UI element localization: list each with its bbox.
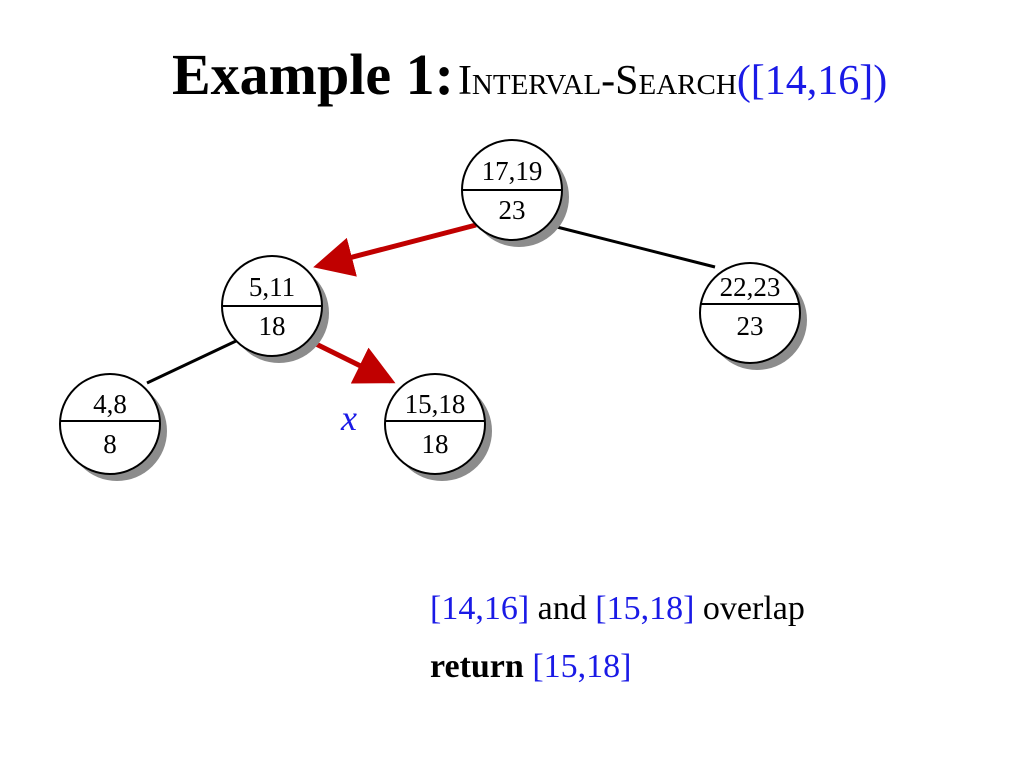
overlap-word: overlap (702, 590, 805, 627)
tree-node-left-right: 15,18 18 (384, 373, 492, 481)
node-max: 18 (259, 311, 286, 341)
node-max: 23 (737, 311, 764, 341)
node-max: 18 (422, 429, 449, 459)
node-interval: 4,8 (93, 389, 127, 419)
returned-interval: [15,18] (532, 648, 632, 685)
title-prefix: Example 1: (172, 42, 454, 107)
found-interval: [15,18] (595, 590, 695, 627)
pointer-label-x: x (341, 398, 357, 438)
node-interval: 5,11 (249, 272, 295, 302)
edge-root-right (548, 223, 716, 269)
and-word: and (537, 590, 587, 627)
query-interval: [14,16] (430, 590, 530, 627)
tree-node-left: 5,11 18 (221, 255, 329, 363)
edge-root-left-search (313, 222, 477, 277)
return-statement: return [15,18] (430, 650, 631, 684)
node-interval: 17,19 (482, 156, 543, 186)
node-max: 23 (499, 195, 526, 225)
edge-left-leftleft (146, 339, 237, 385)
tree-node-left-left: 4,8 8 (59, 373, 167, 481)
node-interval: 15,18 (405, 389, 466, 419)
interval-tree-diagram: 17,19 23 5,11 18 22,23 23 4,8 8 15,18 18 (59, 139, 807, 481)
return-keyword: return (430, 648, 524, 685)
overlap-statement: [14,16] and [15,18] overlap (430, 592, 805, 626)
tree-node-root: 17,19 23 (461, 139, 569, 247)
tree-node-right: 22,23 23 (699, 262, 807, 370)
title-argument: ([14,16]) (736, 58, 888, 104)
slide-title: Example 1: Interval-Search([14,16]) (172, 46, 887, 104)
title-procedure: Interval-Search (457, 58, 737, 104)
edge-left-leftright-search (310, 339, 396, 384)
node-interval: 22,23 (720, 272, 781, 302)
node-max: 8 (103, 429, 117, 459)
